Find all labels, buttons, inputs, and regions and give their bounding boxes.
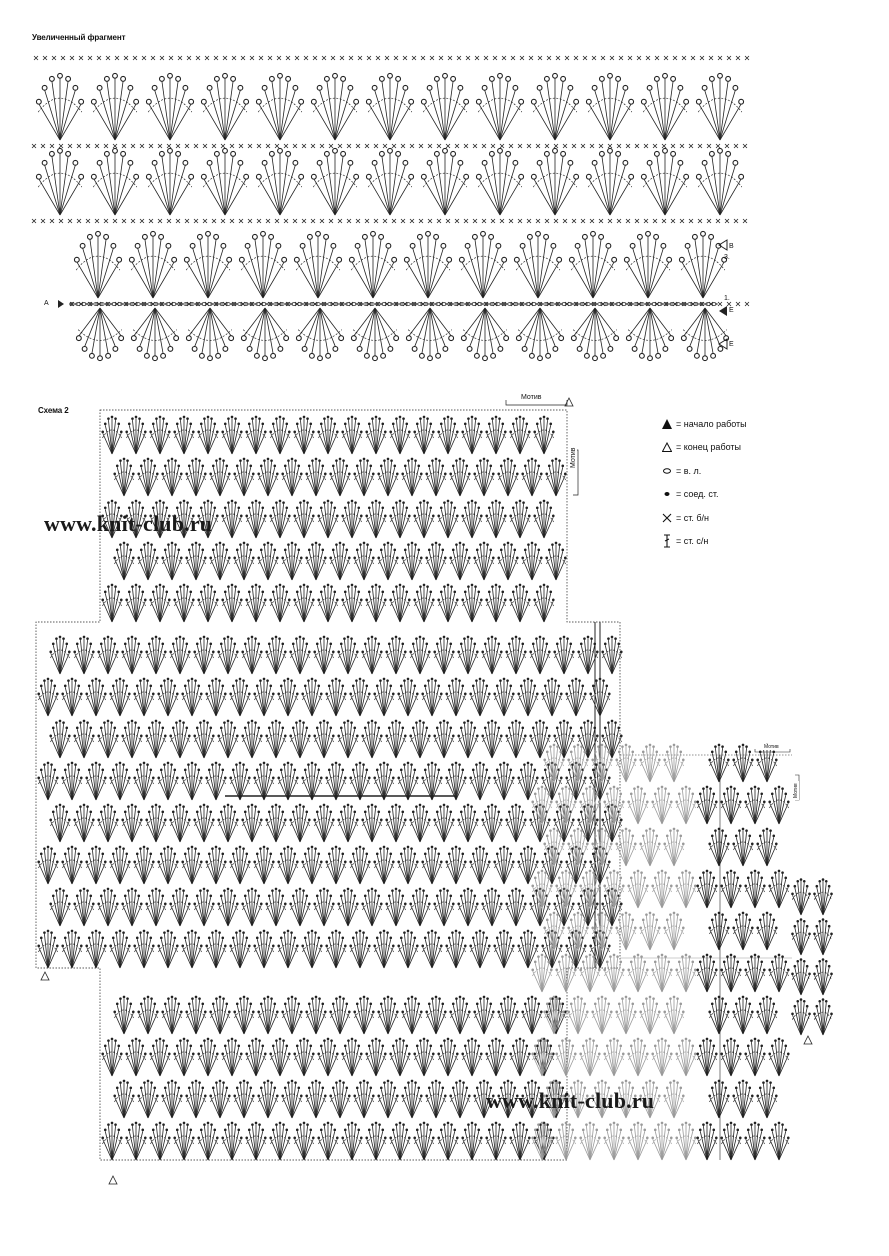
label-row-3: 3. xyxy=(724,254,730,261)
faded-right-fans xyxy=(531,743,697,1161)
label-a: A xyxy=(44,300,49,307)
legend-row-end: = конец работы xyxy=(660,436,780,460)
legend-row-sc: = ст. б/н xyxy=(660,506,780,530)
legend-text: = начало работы xyxy=(676,418,747,429)
legend-row-chain: = в. л. xyxy=(660,459,780,483)
fragment-title: Увеличенный фрагмент xyxy=(32,33,126,42)
main-lower-fans xyxy=(101,995,567,1161)
legend-text: = ст. б/н xyxy=(676,512,710,523)
enlarged-fragment xyxy=(31,55,750,362)
legend-text: = соед. ст. xyxy=(676,489,719,500)
motif-label-small-top: Мотив xyxy=(762,744,781,750)
motif-label-small-side: Мотив xyxy=(793,781,799,800)
right-panel-fans xyxy=(696,743,790,1161)
watermark-lower: www.knit-club.ru xyxy=(486,1088,655,1113)
filled-triangle-icon xyxy=(660,417,674,431)
main-middle-fans xyxy=(37,635,623,969)
legend-row-slip: = соед. ст. xyxy=(660,483,780,507)
label-b: B xyxy=(729,243,734,250)
legend-row-start: = начало работы xyxy=(660,412,780,436)
label-e-lower: E xyxy=(729,341,734,348)
double-crochet-icon xyxy=(660,534,674,548)
legend-row-dc: = ст. с/н xyxy=(660,530,780,554)
legend-text: = в. л. xyxy=(676,465,702,476)
motif-label-side: Мотив xyxy=(570,445,577,470)
label-e-upper: E xyxy=(729,307,734,314)
legend-text: = ст. с/н xyxy=(676,536,709,547)
symbol-legend: = начало работы = конец работы = в. л. =… xyxy=(660,412,780,553)
outline-triangle-icon xyxy=(660,440,674,454)
main-upper-fans xyxy=(101,415,567,623)
chain-stitch-icon xyxy=(660,464,674,478)
small-tab-fans xyxy=(791,878,833,1036)
watermark-upper: www.knit-club.ru xyxy=(44,511,213,536)
label-row-1: 1. xyxy=(724,295,730,302)
motif-label-top: Мотив xyxy=(519,394,544,401)
single-crochet-icon xyxy=(660,511,674,525)
scheme-title: Схема 2 xyxy=(38,406,69,415)
legend-text: = конец работы xyxy=(676,442,741,453)
slip-stitch-icon xyxy=(660,487,674,501)
